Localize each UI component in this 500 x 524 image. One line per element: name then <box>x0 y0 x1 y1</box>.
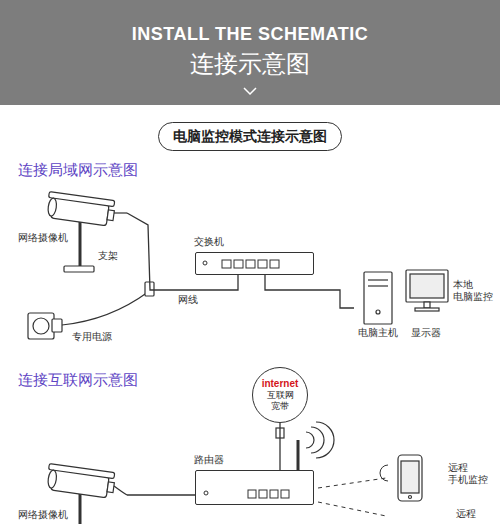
router-antenna-part <box>316 422 334 458</box>
node-text: 网络摄像机 <box>18 232 68 244</box>
node-text: 交换机 <box>194 236 311 248</box>
computer-drawing-part <box>376 310 380 314</box>
computer-drawing-part <box>424 302 430 308</box>
camera-drawing-part <box>46 192 116 227</box>
computer-drawing-part <box>368 279 388 280</box>
switch-ports-part <box>203 261 207 265</box>
phone-drawing <box>398 455 422 501</box>
part-name: 本地 电脑监控 <box>453 279 495 303</box>
power-socket-part <box>52 319 62 332</box>
camera-drawing-part-part <box>49 464 115 479</box>
router-antenna-part <box>297 440 300 470</box>
camera-drawing-part-part <box>107 482 114 493</box>
banner-part <box>244 88 256 94</box>
camera-drawing-part-part <box>49 192 115 207</box>
camera-drawing-part-part <box>107 210 114 221</box>
camera-node: 网络摄像机 <box>12 465 127 524</box>
cable-connector <box>127 494 195 495</box>
node-text: 互联网 宽带 <box>265 390 295 412</box>
computer-node: 电脑主机 <box>354 268 402 341</box>
computer-drawing-part <box>415 308 439 311</box>
node-text: 路由器 <box>194 454 311 466</box>
part-name: 专用电源 <box>72 331 112 343</box>
power-socket-part <box>62 292 148 325</box>
wireless-signal-part <box>318 478 386 488</box>
node-text: 网络摄像机 <box>18 509 68 521</box>
camera-drawing-part <box>79 218 82 266</box>
wireless-signal-part <box>380 465 388 481</box>
camera-node: 网络摄像机 <box>12 195 127 247</box>
phone-node: 远程 手机监控 <box>394 450 494 505</box>
power-socket <box>28 282 154 339</box>
router-ports-part <box>248 490 256 498</box>
camera-drawing-part <box>79 490 82 524</box>
switch-ports <box>203 260 279 268</box>
router-ports <box>204 490 289 498</box>
computer-drawing-part <box>364 272 392 324</box>
monitor-node: 显示器 <box>400 265 452 341</box>
banner-title: INSTALL THE SCHEMATIC <box>0 24 500 46</box>
node-text: 电脑主机 <box>358 327 398 339</box>
computer-drawing-part <box>410 274 444 298</box>
power-socket-part <box>28 313 54 339</box>
phone-drawing-part <box>409 496 412 499</box>
cable-connector <box>265 275 354 308</box>
node-text: 显示器 <box>411 327 441 339</box>
wireless-signal <box>318 465 388 516</box>
camera-drawing <box>46 192 127 272</box>
section-heading: 连接互联网示意图 <box>18 371 138 389</box>
phone-drawing-part <box>401 461 419 493</box>
switch-ports-part <box>234 260 243 268</box>
router-box: 路由器 <box>195 470 314 505</box>
router-ports-part <box>204 491 208 495</box>
edge-label: 网线 <box>176 294 200 306</box>
switch-ports-part <box>222 260 231 268</box>
banner-part <box>0 0 500 105</box>
router-ports-part <box>259 490 267 498</box>
switch-ports-part <box>246 260 255 268</box>
router-ports-part <box>281 490 289 498</box>
power-socket-part <box>33 318 49 334</box>
computer-drawing-part <box>368 285 388 286</box>
banner-subtitle: 连接示意图 <box>0 50 500 79</box>
switch-ports-part <box>258 260 267 268</box>
router-antenna-part <box>306 432 314 448</box>
title-box: 电脑监控模式连接示意图 <box>158 122 342 151</box>
part-name: 支架 <box>98 250 118 262</box>
switch-ports-part <box>270 260 279 268</box>
internet-circle: internet互联网 宽带 <box>252 367 308 423</box>
internet-text: internet <box>262 378 299 390</box>
camera-drawing-part <box>64 266 94 272</box>
switch-box: 交换机 <box>195 252 314 275</box>
node-text: 电脑监控模式连接示意图 <box>173 128 327 145</box>
router-antenna-part <box>311 427 324 453</box>
node-text: 远程 手机监控 <box>448 462 492 486</box>
section-heading: 连接局域网示意图 <box>18 161 138 179</box>
wireless-signal-part <box>318 502 386 516</box>
computer-drawing-part <box>406 270 448 302</box>
camera-drawing-part <box>114 212 127 213</box>
camera-drawing-part-part <box>47 198 57 217</box>
banner <box>0 0 500 105</box>
router-antenna <box>276 422 334 470</box>
computer-drawing <box>364 270 448 324</box>
camera-drawing-part <box>46 464 116 499</box>
camera-drawing-part-part <box>47 470 57 489</box>
cable-connector <box>279 423 280 470</box>
part-name: 远程 <box>456 508 476 520</box>
router-ports-part <box>270 490 278 498</box>
phone-drawing-part <box>398 455 422 501</box>
camera-drawing-part <box>114 486 127 495</box>
